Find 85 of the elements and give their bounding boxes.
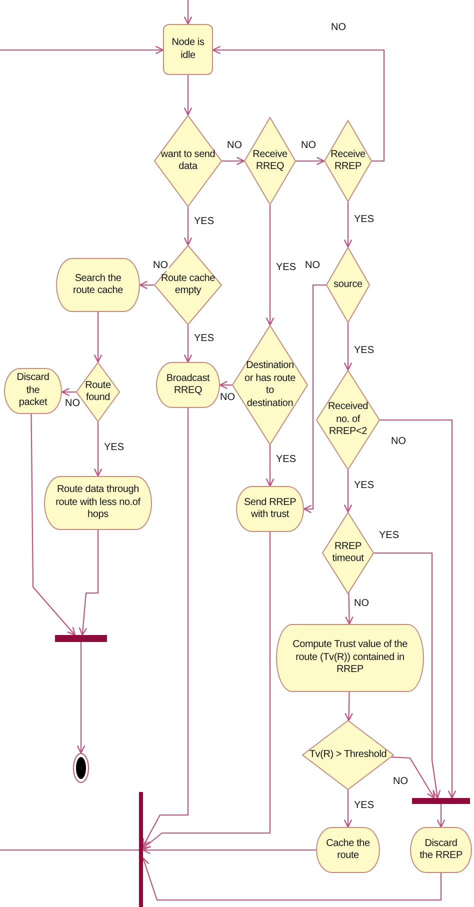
arrow [0, 46, 164, 54]
node-label: Discard the packet [16, 372, 50, 410]
edge-label: NO [64, 398, 81, 409]
arrow [139, 280, 154, 290]
arrow [184, 0, 192, 25]
arrow [266, 445, 274, 487]
arrow [78, 530, 99, 636]
arrow [344, 790, 352, 828]
node-label: Destination or has route to destination [244, 360, 296, 410]
node-label: Discard the RREP [418, 838, 464, 862]
edge-label: YES [193, 333, 216, 344]
edge-label: YES [275, 454, 298, 465]
edge-label: YES [378, 530, 400, 541]
arrow [142, 408, 189, 847]
arrow [94, 312, 102, 363]
synchronization-bar [55, 635, 107, 642]
edge-label: NO [300, 140, 317, 151]
edge-label: NO [353, 598, 370, 609]
action-box [410, 827, 472, 873]
arrow [219, 380, 232, 390]
edge-label: YES [193, 216, 216, 227]
arrow [266, 205, 274, 326]
arrow [141, 857, 442, 901]
node-label: want to send data [160, 148, 216, 174]
arrow [94, 422, 102, 477]
edge-label: NO [304, 260, 321, 271]
arrow [374, 552, 441, 799]
arrow [184, 325, 192, 363]
edge-label: NO [392, 776, 409, 787]
arrow [184, 75, 192, 116]
action-box [44, 476, 152, 530]
arrow [391, 756, 435, 799]
arrow [380, 419, 456, 799]
node-label: Route cache empty [160, 272, 216, 298]
arrow [212, 46, 385, 162]
arrow [303, 284, 326, 514]
state-box [163, 24, 213, 75]
edge-label: YES [275, 262, 298, 273]
edge-label: NO [330, 22, 347, 33]
arrow [184, 207, 192, 246]
node-label: source [334, 278, 362, 292]
arrow [344, 202, 352, 248]
arrow [76, 642, 86, 754]
node-label: RREP timeout [331, 540, 365, 566]
arrow [142, 846, 316, 854]
action-box [156, 362, 220, 408]
edge-label: NO [152, 260, 169, 271]
edge-label: YES [103, 442, 126, 453]
arrow [344, 323, 352, 371]
arrow [296, 156, 325, 166]
node-label: Broadcast RREQ [165, 372, 211, 398]
edge-label: NO [390, 436, 407, 447]
node-label: Node is idle [170, 37, 206, 62]
edge-label: YES [353, 214, 376, 225]
synchronization-bar [412, 798, 470, 804]
node-label: Received no. of RREP<2 [326, 401, 370, 439]
edge-label: YES [353, 800, 376, 811]
arrow [222, 156, 245, 166]
node-label: Cache the route [325, 838, 371, 862]
node-label: Receive RREP [330, 148, 366, 174]
edge-label: YES [353, 480, 376, 491]
node-label: Compute Trust value of the route (Tv(R)) contained in RREP [292, 639, 408, 677]
node-label: Tv(R) > Threshold [309, 748, 387, 762]
edge-label: NO [226, 140, 243, 151]
action-box [236, 486, 304, 532]
arrow [344, 470, 352, 513]
synchronization-bar [139, 792, 143, 907]
action-box [56, 258, 140, 312]
arrow [142, 532, 271, 849]
action-box [4, 368, 62, 414]
connector-line [0, 849, 139, 851]
arrow [61, 388, 76, 396]
node-label: Route data through route with less no.of hops [54, 484, 142, 522]
node-label: Route found [84, 380, 112, 404]
edge-label: NO [219, 392, 236, 403]
edge-label: YES [353, 345, 376, 356]
arrow [30, 414, 76, 636]
node-label: Receive RREQ [252, 148, 288, 174]
action-box [316, 827, 380, 873]
arrow [345, 592, 354, 625]
arrow [344, 692, 354, 722]
node-label: Send RREP with trust [243, 496, 297, 522]
node-label: Search the route cache [72, 272, 124, 298]
arrow [436, 804, 446, 828]
action-box [276, 624, 424, 692]
